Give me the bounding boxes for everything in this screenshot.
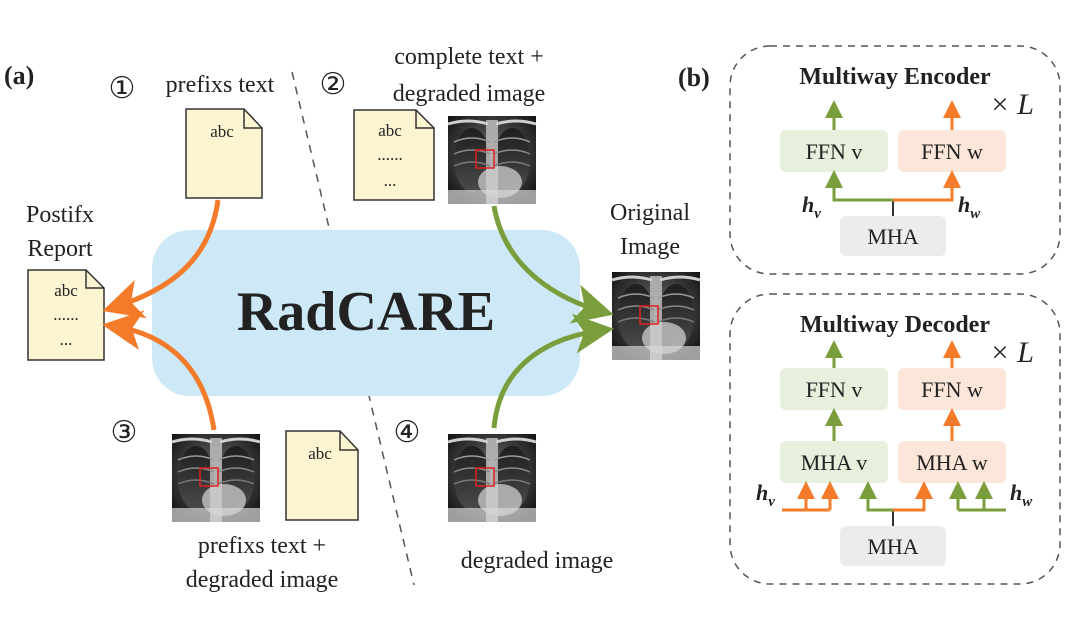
- encoder-hv-label: hv: [802, 192, 821, 222]
- radcare-title: RadCARE: [237, 281, 495, 343]
- step1-doc-icon: [185, 108, 263, 199]
- encoder-ffn-w-label: FFN w: [921, 139, 983, 164]
- panel-b-label: (b): [678, 63, 710, 92]
- step4-xray-image: [446, 432, 538, 524]
- step2-doc-icon: [353, 109, 435, 201]
- decoder-ffn-v-box: [780, 368, 888, 410]
- decoder-mha-to-mha-v: [859, 481, 893, 512]
- decoder-mha-v-box: [780, 441, 888, 483]
- step2-doc-line1: abc: [378, 121, 402, 140]
- divider-line: [291, 71, 415, 586]
- postfix-doc-line2: ......: [53, 305, 79, 324]
- decoder-title: Multiway Decoder: [800, 312, 990, 338]
- decoder-hv-label: hv: [756, 480, 775, 510]
- decoder-ffn-v-label: FFN v: [806, 377, 863, 402]
- arrow-step1-to-postfix: [102, 199, 221, 319]
- step3-doc-text: abc: [308, 444, 332, 463]
- step3-doc-icon: [285, 430, 359, 521]
- arrow-step3-to-postfix: [102, 310, 217, 431]
- encoder-title: Multiway Encoder: [799, 64, 991, 90]
- postfix-label-line2: Report: [27, 236, 93, 262]
- decoder-mha-v-label: MHA v: [801, 450, 868, 475]
- postfix-doc-line3: ...: [60, 330, 73, 349]
- panel-a-label: (a): [4, 61, 34, 90]
- step1-doc-text: abc: [210, 122, 234, 141]
- original-label-line1: Original: [610, 200, 690, 226]
- step1-number: ①: [109, 72, 136, 105]
- encoder-ffn-v-box: [780, 130, 888, 172]
- step3-number: ③: [111, 416, 138, 449]
- step3-caption-line1: prefixs text +: [198, 533, 326, 559]
- decoder-mha-w-box: [898, 441, 1006, 483]
- encoder-mha-box: [840, 216, 946, 256]
- encoder-repeat: × L: [990, 88, 1034, 121]
- step2-number: ②: [320, 68, 347, 101]
- arrow-step2-to-original: [491, 205, 614, 324]
- step1-caption: prefixs text: [166, 72, 275, 98]
- encoder-v-path: [825, 170, 893, 202]
- arrow-step4-to-original: [491, 313, 614, 429]
- decoder-ffn-w-label: FFN w: [921, 377, 983, 402]
- encoder-frame: [729, 45, 1061, 275]
- decoder-mha-label: MHA: [867, 534, 918, 559]
- postfix-label-line1: Postifx: [26, 202, 94, 228]
- decoder-repeat: × L: [990, 336, 1034, 369]
- step2-doc-line2: ......: [377, 145, 403, 164]
- step3-caption-line2: degraded image: [186, 567, 339, 593]
- decoder-mha-to-mha-w: [893, 481, 933, 512]
- decoder-frame: [729, 293, 1061, 585]
- encoder-ffn-w-box: [898, 130, 1006, 172]
- encoder-ffn-v-label: FFN v: [806, 139, 863, 164]
- encoder-hw-label: hw: [958, 192, 981, 222]
- step2-xray-image: [446, 114, 538, 206]
- decoder-hw-label: hw: [1010, 480, 1033, 510]
- decoder-mha-w-label: MHA w: [916, 450, 988, 475]
- step2-caption-line2: degraded image: [393, 81, 546, 107]
- step4-number: ④: [394, 416, 421, 449]
- postfix-doc-line1: abc: [54, 281, 78, 300]
- step4-caption: degraded image: [461, 548, 614, 574]
- decoder-ffn-w-box: [898, 368, 1006, 410]
- step2-doc-line3: ...: [384, 171, 397, 190]
- radcare-box: [152, 230, 580, 396]
- step2-caption-line1: complete text +: [394, 44, 543, 70]
- decoder-mha-box: [840, 526, 946, 566]
- step3-xray-image: [170, 432, 262, 524]
- encoder-mha-label: MHA: [867, 224, 918, 249]
- original-xray-image: [610, 270, 702, 362]
- original-label-line2: Image: [620, 234, 680, 260]
- encoder-w-path: [893, 170, 961, 202]
